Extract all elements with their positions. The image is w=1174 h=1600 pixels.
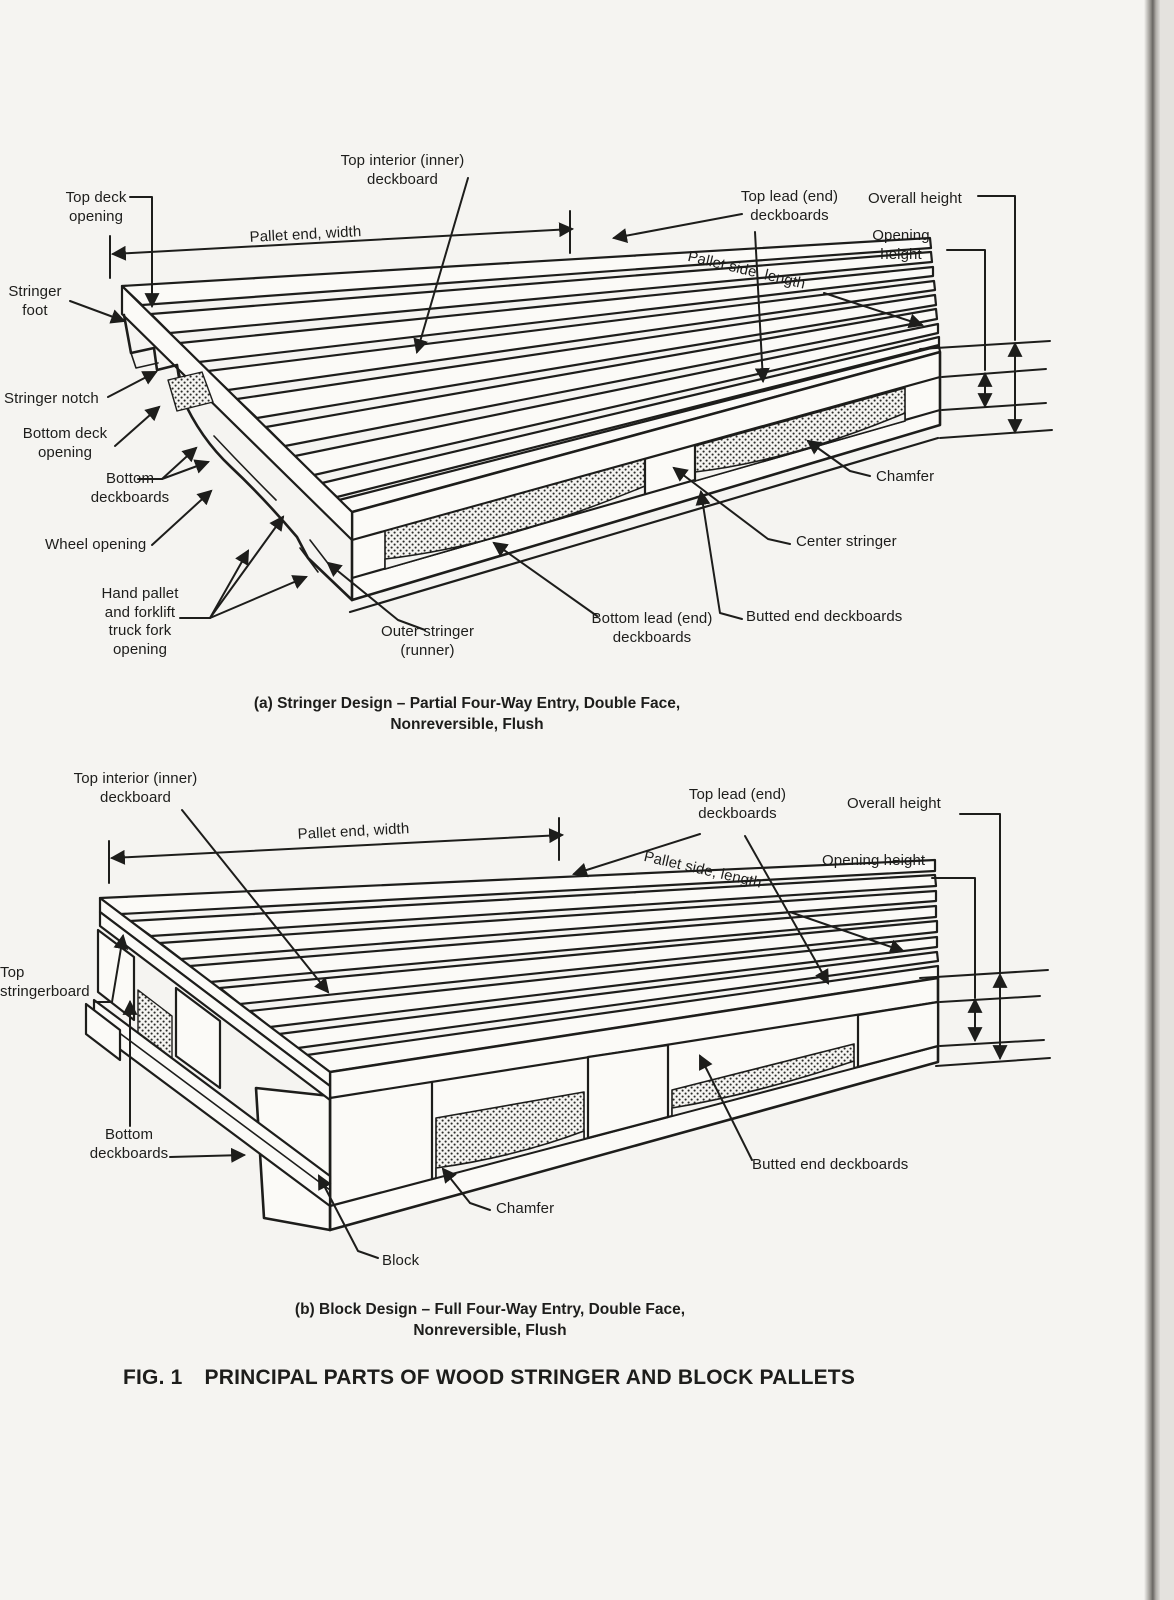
label-opening-height-a: Opening height: [872, 227, 930, 263]
pallet-b-leaders: [95, 809, 905, 1259]
label-center-stringer: Center stringer: [796, 533, 897, 550]
pallet-a-width-dimension: [109, 210, 575, 279]
pallet-b-top-deckboards: [98, 858, 940, 1074]
caption-b-line2: Nonreversible, Flush: [413, 1321, 567, 1339]
end-block-right: [856, 1000, 940, 1069]
label-top-lead-deckboards-a: Top lead (end) deckboards: [740, 188, 839, 224]
caption-diagram-b: (b) Block Design – Full Four-Way Entry, …: [205, 1300, 775, 1342]
figure-title: PRINCIPAL PARTS OF WOOD STRINGER AND BLO…: [204, 1366, 856, 1389]
center-block: [586, 1043, 670, 1140]
caption-diagram-a: (a) Stringer Design – Partial Four-Way E…: [187, 694, 747, 736]
pallet-a-end-face: [120, 284, 354, 602]
label-stringer-notch: Stringer notch: [4, 390, 99, 407]
pallet-b-drawing: [84, 809, 1051, 1259]
caption-b-line1: (b) Block Design – Full Four-Way Entry, …: [294, 1301, 686, 1318]
label-stringer-foot: Stringer foot: [8, 283, 62, 319]
pallet-a-height-dimensions: [919, 195, 1053, 439]
scan-page-margin: [1160, 0, 1174, 1600]
pallet-b-height-dimensions: [919, 813, 1051, 1067]
label-block: Block: [382, 1252, 420, 1269]
pallet-a-leaders: [69, 177, 924, 631]
end-opening-stipple: [167, 371, 214, 412]
label-wheel-opening: Wheel opening: [45, 536, 147, 553]
label-opening-height-b: Opening height: [822, 852, 926, 869]
label-top-interior-deckboard-b: Top interior (inner) deckboard: [73, 770, 198, 806]
label-outer-stringer: Outer stringer (runner): [380, 623, 475, 659]
pallet-a-side-face: [348, 350, 942, 614]
label-bottom-deckboards-a: Bottom deckboards: [90, 470, 170, 506]
label-bottom-lead-deckboards: Bottom lead (end) deckboards: [591, 610, 713, 646]
label-butted-end-deckboards-a: Butted end deckboards: [746, 608, 903, 625]
label-butted-end-deckboards-b: Butted end deckboards: [752, 1156, 909, 1173]
label-top-interior-deckboard-a: Top interior (inner) deckboard: [340, 152, 465, 188]
label-bottom-deck-opening: Bottom deck opening: [22, 425, 108, 461]
label-chamfer-a: Chamfer: [876, 468, 935, 485]
caption-a-line1: (a) Stringer Design – Partial Four-Way E…: [253, 695, 681, 712]
center-stringer-post: [643, 444, 697, 496]
pallet-b-side-face: [328, 976, 940, 1232]
pallet-a-drawing: [69, 177, 1053, 631]
top-stringerboard-band: [98, 910, 332, 1102]
label-overall-height-b: Overall height: [847, 795, 941, 812]
label-overall-height-a: Overall height: [868, 190, 962, 207]
figure-caption: FIG. 1 PRINCIPAL PARTS OF WOOD STRINGER A…: [123, 1366, 1023, 1390]
figure-number: FIG. 1: [123, 1366, 183, 1389]
label-top-deck-opening: Top deck opening: [65, 189, 127, 225]
label-hand-pallet-opening: Hand pallet and forklift truck fork open…: [101, 585, 179, 658]
end-block-mid: [174, 986, 222, 1090]
pallet-b-end-face: [84, 896, 332, 1208]
label-chamfer-b: Chamfer: [496, 1200, 555, 1217]
pallet-b-width-dimension: [108, 817, 565, 884]
label-bottom-deckboards-b: Bottom deckboards: [89, 1126, 169, 1162]
label-top-stringerboard: Top stringerboard: [0, 964, 90, 1000]
scan-page-edge: [1144, 0, 1160, 1600]
pallet-a-top-deckboards: [120, 236, 942, 514]
bottom-board-overhang: [84, 1002, 122, 1062]
caption-a-line2: Nonreversible, Flush: [390, 715, 544, 733]
label-top-lead-deckboards-b: Top lead (end) deckboards: [688, 786, 787, 822]
